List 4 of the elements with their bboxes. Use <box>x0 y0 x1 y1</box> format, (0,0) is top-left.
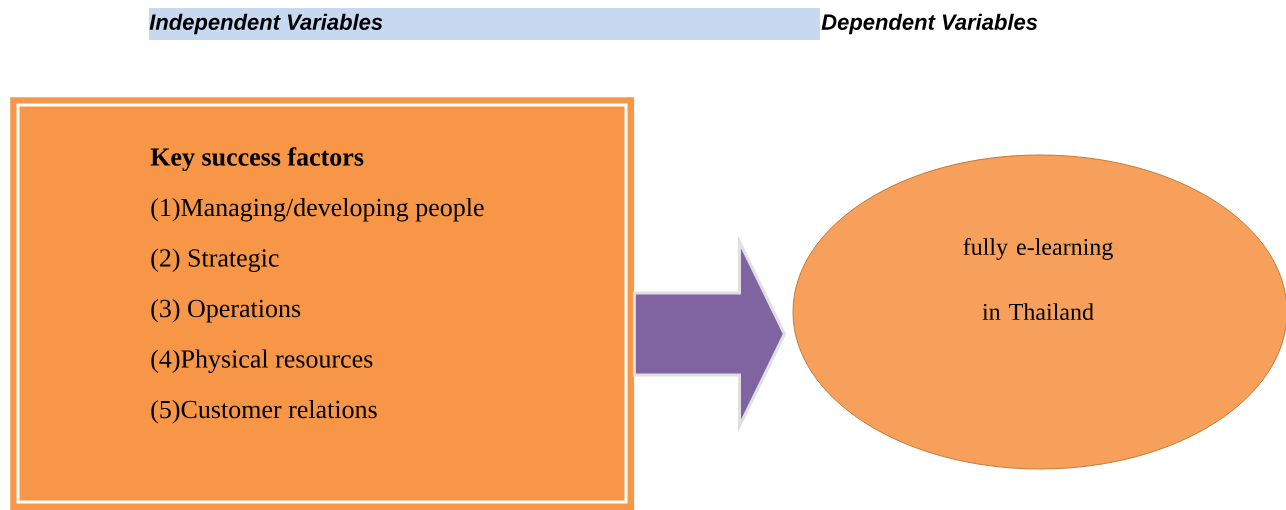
factor-box: Key success factors (1)Managing/developing people (2) Strategic (3) Operations (4)Physical resources (5)Customer relations <box>10 97 635 510</box>
column-heading: Dependent Variables <box>821 13 1038 35</box>
block-arrow <box>632 235 787 433</box>
column-heading: Independent Variables <box>149 13 383 35</box>
